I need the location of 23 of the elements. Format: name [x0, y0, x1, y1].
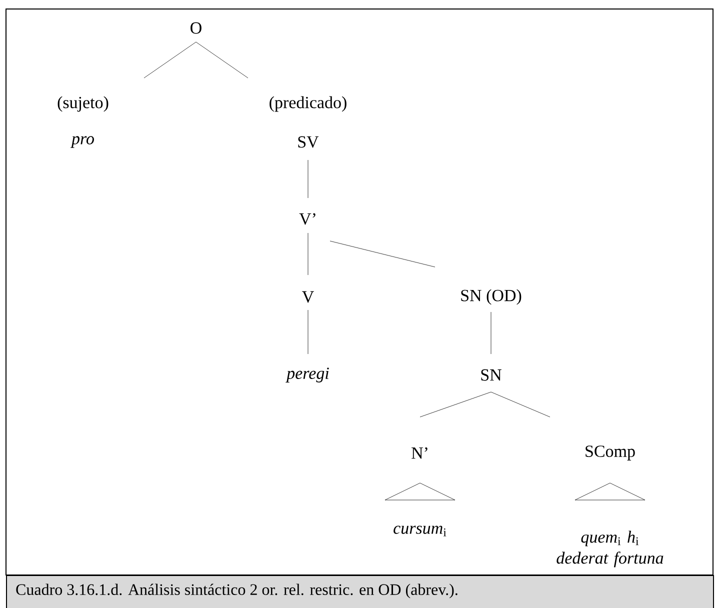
branch-line	[330, 240, 436, 268]
tree-label: V’	[299, 213, 316, 225]
tree-label: SV	[298, 136, 319, 148]
tree-label: N’	[412, 447, 428, 459]
branch-line	[144, 42, 196, 78]
tree-label: peregi	[286, 368, 329, 382]
tree-label: pro	[70, 136, 94, 148]
triangle	[574, 482, 646, 500]
tree-label: cursum$_{i}$	[394, 526, 446, 536]
constituent-label: (sujeto)	[58, 96, 108, 112]
tree-label: SComp	[586, 446, 635, 460]
constituent-label: (predicado)	[270, 96, 346, 112]
tree-label: SN	[481, 369, 502, 381]
triangle	[384, 482, 456, 500]
tree-label: quem$_{i}$ h$_{i}$ dederat fortuna	[556, 530, 664, 568]
branch-line	[490, 392, 550, 418]
tree-label: O	[190, 22, 202, 34]
branch-line	[490, 312, 492, 354]
tree-label: SN (OD)	[461, 289, 522, 305]
tree-label: V	[302, 291, 314, 303]
caption: Cuadro 3.16.1.d. Análisis sintáctico 2 or. rel. restric. en OD (abrev.).	[6, 575, 714, 608]
branch-line	[420, 392, 492, 418]
branch-line	[196, 42, 248, 78]
